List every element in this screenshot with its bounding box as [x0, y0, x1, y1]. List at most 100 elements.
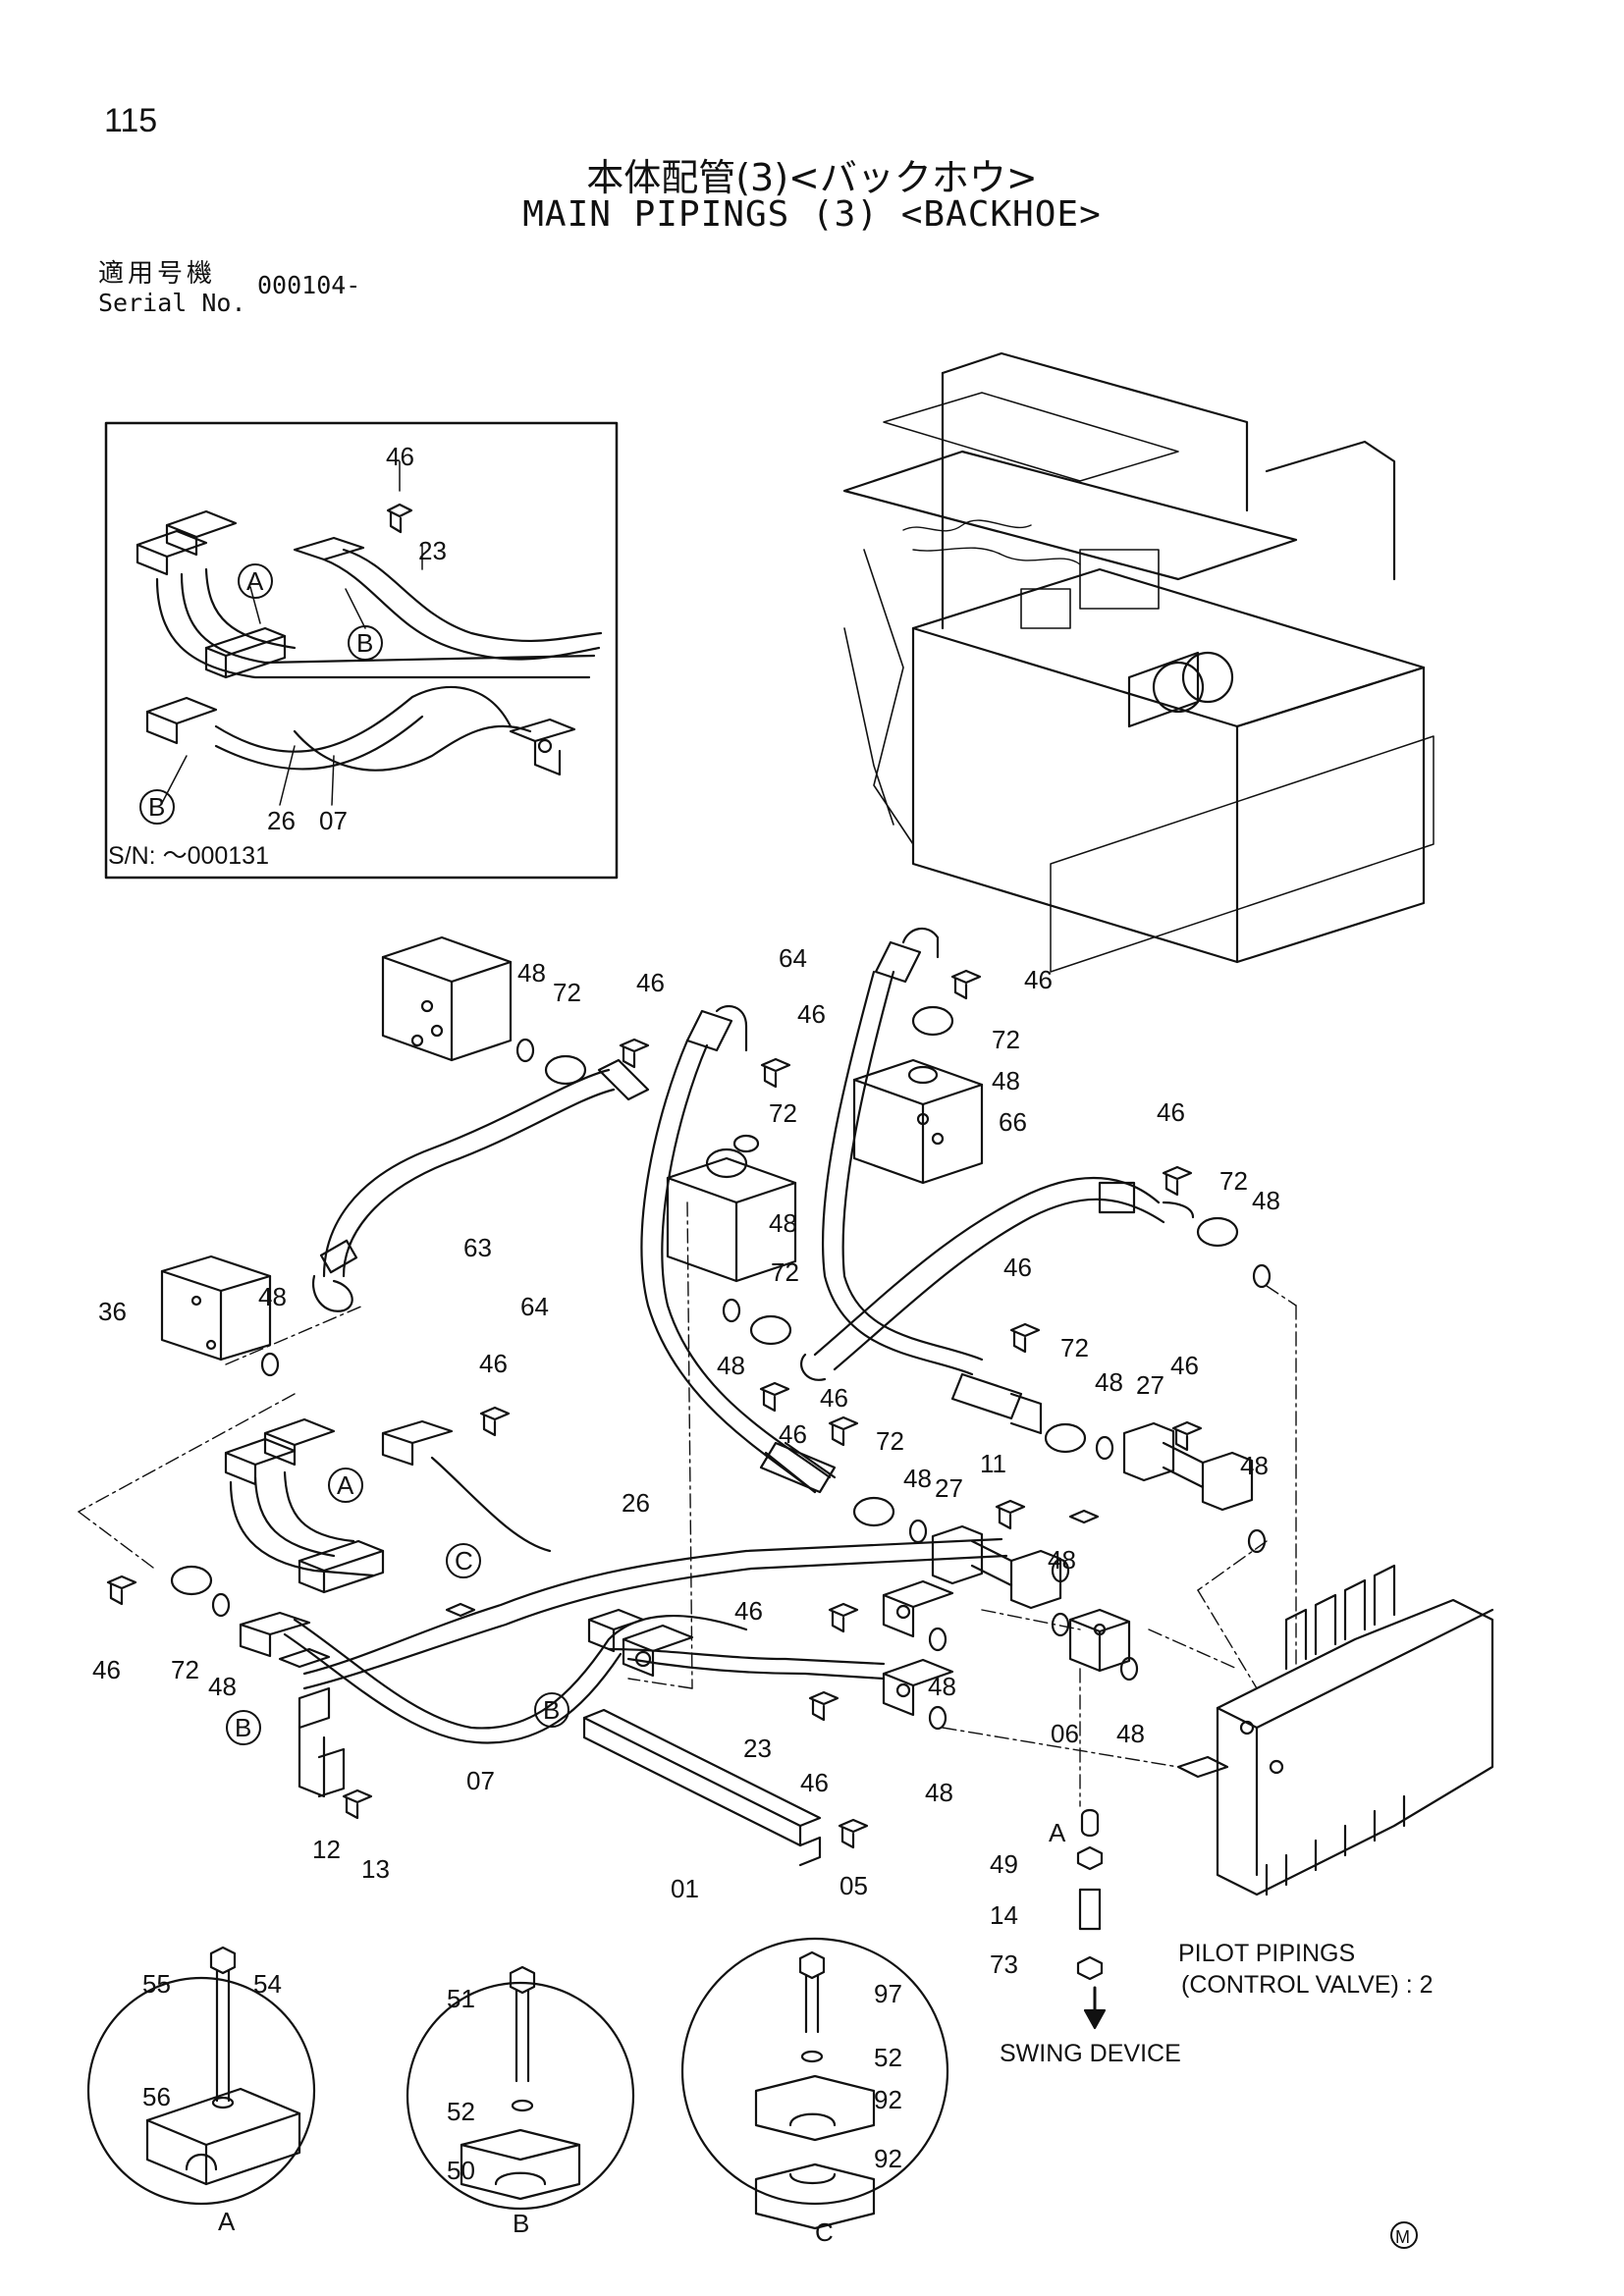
part-label-01: 01	[671, 1874, 699, 1903]
part-label-26: 26	[622, 1488, 650, 1518]
page-title-japanese: 本体配管(3)<バックホウ>	[586, 156, 1038, 199]
main-pipe-assembly	[78, 927, 1494, 2030]
detail-views	[86, 1937, 949, 2230]
part-label-66: 66	[999, 1107, 1027, 1137]
part-label-46: 46	[800, 1768, 829, 1797]
part-label-49: 49	[990, 1849, 1018, 1879]
callout-b: B	[534, 1692, 569, 1728]
svg-text:A: A	[246, 566, 264, 596]
callout-a: A	[238, 563, 273, 599]
page-title: MAIN PIPINGS (3) <BACKHOE>	[522, 194, 1102, 235]
part-label-92: 92	[874, 2144, 902, 2173]
serial-value: 000104-	[257, 271, 361, 299]
part-label-72: 72	[771, 1257, 799, 1287]
part-label-55: 55	[142, 1969, 171, 1999]
machine-body-illustration	[842, 351, 1435, 973]
part-label-72: 72	[171, 1655, 199, 1684]
part-label-48: 48	[1240, 1451, 1269, 1480]
part-label-46: 46	[479, 1349, 508, 1378]
part-label-46: 46	[1024, 965, 1053, 994]
manufacturer-mark: M	[1390, 2221, 1418, 2249]
part-label-72: 72	[992, 1025, 1020, 1054]
serial-label-japanese: 適用号機	[98, 259, 217, 289]
part-label-48: 48	[1116, 1719, 1145, 1748]
svg-text:B: B	[148, 792, 165, 822]
part-label-12: 12	[312, 1835, 341, 1864]
part-label-48: 48	[208, 1672, 237, 1701]
part-label-73: 73	[990, 1949, 1018, 1979]
part-label-92: 92	[874, 2085, 902, 2114]
part-label-48: 48	[1095, 1367, 1123, 1397]
part-label-07: 07	[466, 1766, 495, 1795]
callout-b: B	[226, 1710, 261, 1745]
svg-text:C: C	[455, 1546, 473, 1575]
part-label-56: 56	[142, 2082, 171, 2111]
part-label-64: 64	[520, 1292, 549, 1321]
part-label-48: 48	[1048, 1545, 1076, 1575]
part-label-46: 46	[386, 442, 414, 471]
part-label-46: 46	[779, 1419, 807, 1449]
part-label-11: 11	[980, 1449, 1006, 1478]
callout-c: C	[446, 1543, 481, 1578]
swing-device-note: SWING DEVICE	[1000, 2040, 1181, 2067]
part-label-48: 48	[1252, 1186, 1280, 1215]
part-label-07: 07	[319, 806, 348, 835]
callout-a: A	[328, 1468, 363, 1503]
part-label-48: 48	[769, 1208, 797, 1238]
part-label-48: 48	[992, 1066, 1020, 1095]
part-label-48: 48	[903, 1464, 932, 1493]
part-label-26: 26	[267, 806, 296, 835]
part-label-52: 52	[874, 2043, 902, 2072]
part-label-13: 13	[361, 1854, 390, 1884]
part-label-27: 27	[935, 1473, 963, 1503]
svg-text:M: M	[1395, 2227, 1410, 2247]
part-label-48: 48	[717, 1351, 745, 1380]
part-label-46: 46	[1170, 1351, 1199, 1380]
part-label-23: 23	[418, 536, 447, 565]
control-valve-note: (CONTROL VALVE) : 2	[1181, 1971, 1434, 1999]
part-label-36: 36	[98, 1297, 127, 1326]
detail-label-c: C	[815, 2217, 834, 2247]
part-label-48: 48	[925, 1778, 953, 1807]
part-label-97: 97	[874, 1979, 902, 2008]
part-label-06: 06	[1051, 1719, 1079, 1748]
part-label-46: 46	[636, 968, 665, 997]
part-label-72: 72	[553, 978, 581, 1007]
detail-label-a: A	[218, 2207, 236, 2236]
part-label-46: 46	[1157, 1097, 1185, 1127]
serial-label: Serial No.	[98, 289, 246, 317]
part-label-63: 63	[463, 1233, 492, 1262]
part-label-72: 72	[769, 1098, 797, 1128]
svg-text:A: A	[337, 1470, 354, 1500]
part-label-46: 46	[1003, 1253, 1032, 1282]
svg-text:B: B	[543, 1695, 560, 1725]
part-label-54: 54	[253, 1969, 282, 1999]
callout-a-label: A	[1049, 1818, 1066, 1847]
part-label-27: 27	[1136, 1370, 1164, 1400]
part-label-46: 46	[92, 1655, 121, 1684]
callout-b: B	[348, 625, 383, 661]
part-label-48: 48	[517, 958, 546, 988]
part-label-23: 23	[743, 1734, 772, 1763]
part-label-46: 46	[820, 1383, 848, 1413]
part-label-48: 48	[928, 1672, 956, 1701]
inset-diagram	[104, 421, 619, 880]
svg-text:B: B	[356, 628, 373, 658]
part-label-50: 50	[447, 2156, 475, 2185]
part-label-14: 14	[990, 1900, 1018, 1930]
part-label-64: 64	[779, 943, 807, 973]
callout-b: B	[139, 789, 175, 825]
inset-serial-note: S/N: ～000131	[108, 842, 269, 870]
page-number: 115	[104, 102, 158, 139]
pilot-pipings-note: PILOT PIPINGS	[1178, 1940, 1355, 1967]
part-label-51: 51	[447, 1984, 475, 2013]
part-label-05: 05	[839, 1871, 868, 1900]
detail-label-b: B	[513, 2209, 529, 2238]
part-label-72: 72	[1219, 1166, 1248, 1196]
part-label-48: 48	[258, 1282, 287, 1311]
svg-text:B: B	[235, 1713, 251, 1742]
part-label-72: 72	[1060, 1333, 1089, 1362]
part-label-46: 46	[797, 999, 826, 1029]
part-label-46: 46	[734, 1596, 763, 1626]
